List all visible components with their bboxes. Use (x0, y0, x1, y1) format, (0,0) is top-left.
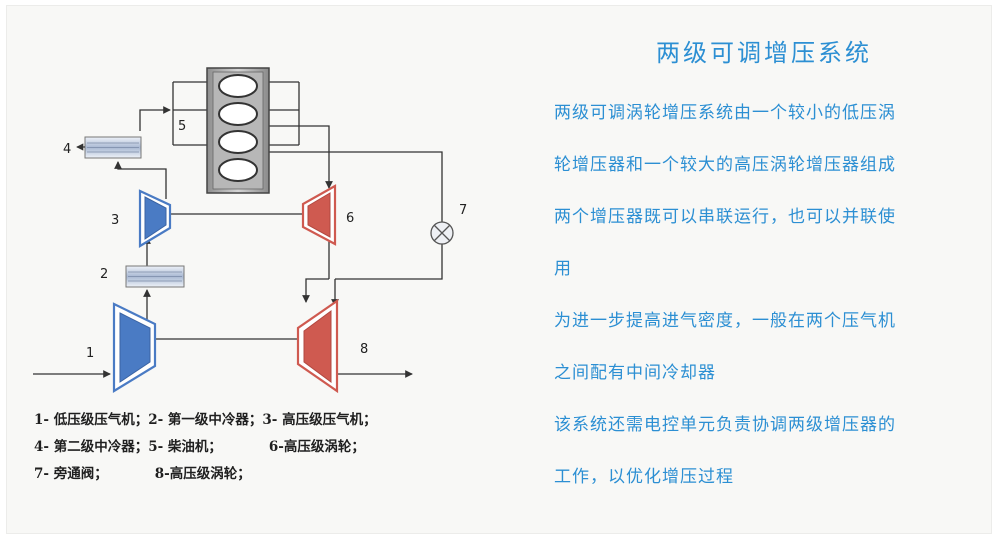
paragraph-line: 为进一步提高进气密度，一般在两个压气机 (554, 311, 896, 331)
diesel-engine (206, 67, 270, 194)
legend-line-1: 1- 低压级压气机；2- 第一级中冷器；3- 高压级压气机； (34, 412, 377, 428)
second-intercooler (76, 136, 142, 159)
label-3: 3 (111, 213, 119, 228)
label-5: 5 (178, 119, 186, 134)
lp-turbine (296, 298, 339, 394)
legend-line-3: 7- 旁通阀； 8-高压级涡轮； (34, 466, 251, 482)
label-4: 4 (63, 142, 71, 157)
paragraph-line: 轮增压器和一个较大的高压涡轮增压器组成 (554, 155, 896, 175)
slide: 1 2 3 4 5 6 7 8 1- 低压级压气机；2- 第一级中冷器；3- 高… (6, 5, 992, 534)
label-7: 7 (459, 203, 467, 218)
paragraph-line: 两个增压器既可以串联运行，也可以并联使 (554, 207, 896, 227)
paragraph-line: 该系统还需电控单元负责协调两级增压器的 (554, 415, 896, 435)
first-intercooler (125, 265, 185, 288)
hp-compressor (138, 189, 172, 248)
paragraph-line: 两级可调涡轮增压系统由一个较小的低压涡 (554, 103, 896, 123)
lp-compressor (112, 302, 157, 393)
label-8: 8 (360, 342, 368, 357)
flow-lines (33, 81, 443, 378)
turbo-system-diagram: 1 2 3 4 5 6 7 8 (33, 67, 467, 394)
paragraph-line: 用 (554, 259, 572, 279)
slide-title: 两级可调增压系统 (656, 39, 872, 67)
paragraph-line: 工作，以优化增压过程 (554, 467, 734, 487)
label-1: 1 (86, 346, 94, 361)
label-2: 2 (100, 267, 108, 282)
bypass-valve (430, 221, 454, 245)
paragraph-line: 之间配有中间冷却器 (554, 363, 716, 383)
hp-turbine (301, 184, 337, 246)
label-6: 6 (346, 211, 354, 226)
legend-line-2: 4- 第二级中冷器；5- 柴油机； 6-高压级涡轮； (34, 439, 365, 455)
